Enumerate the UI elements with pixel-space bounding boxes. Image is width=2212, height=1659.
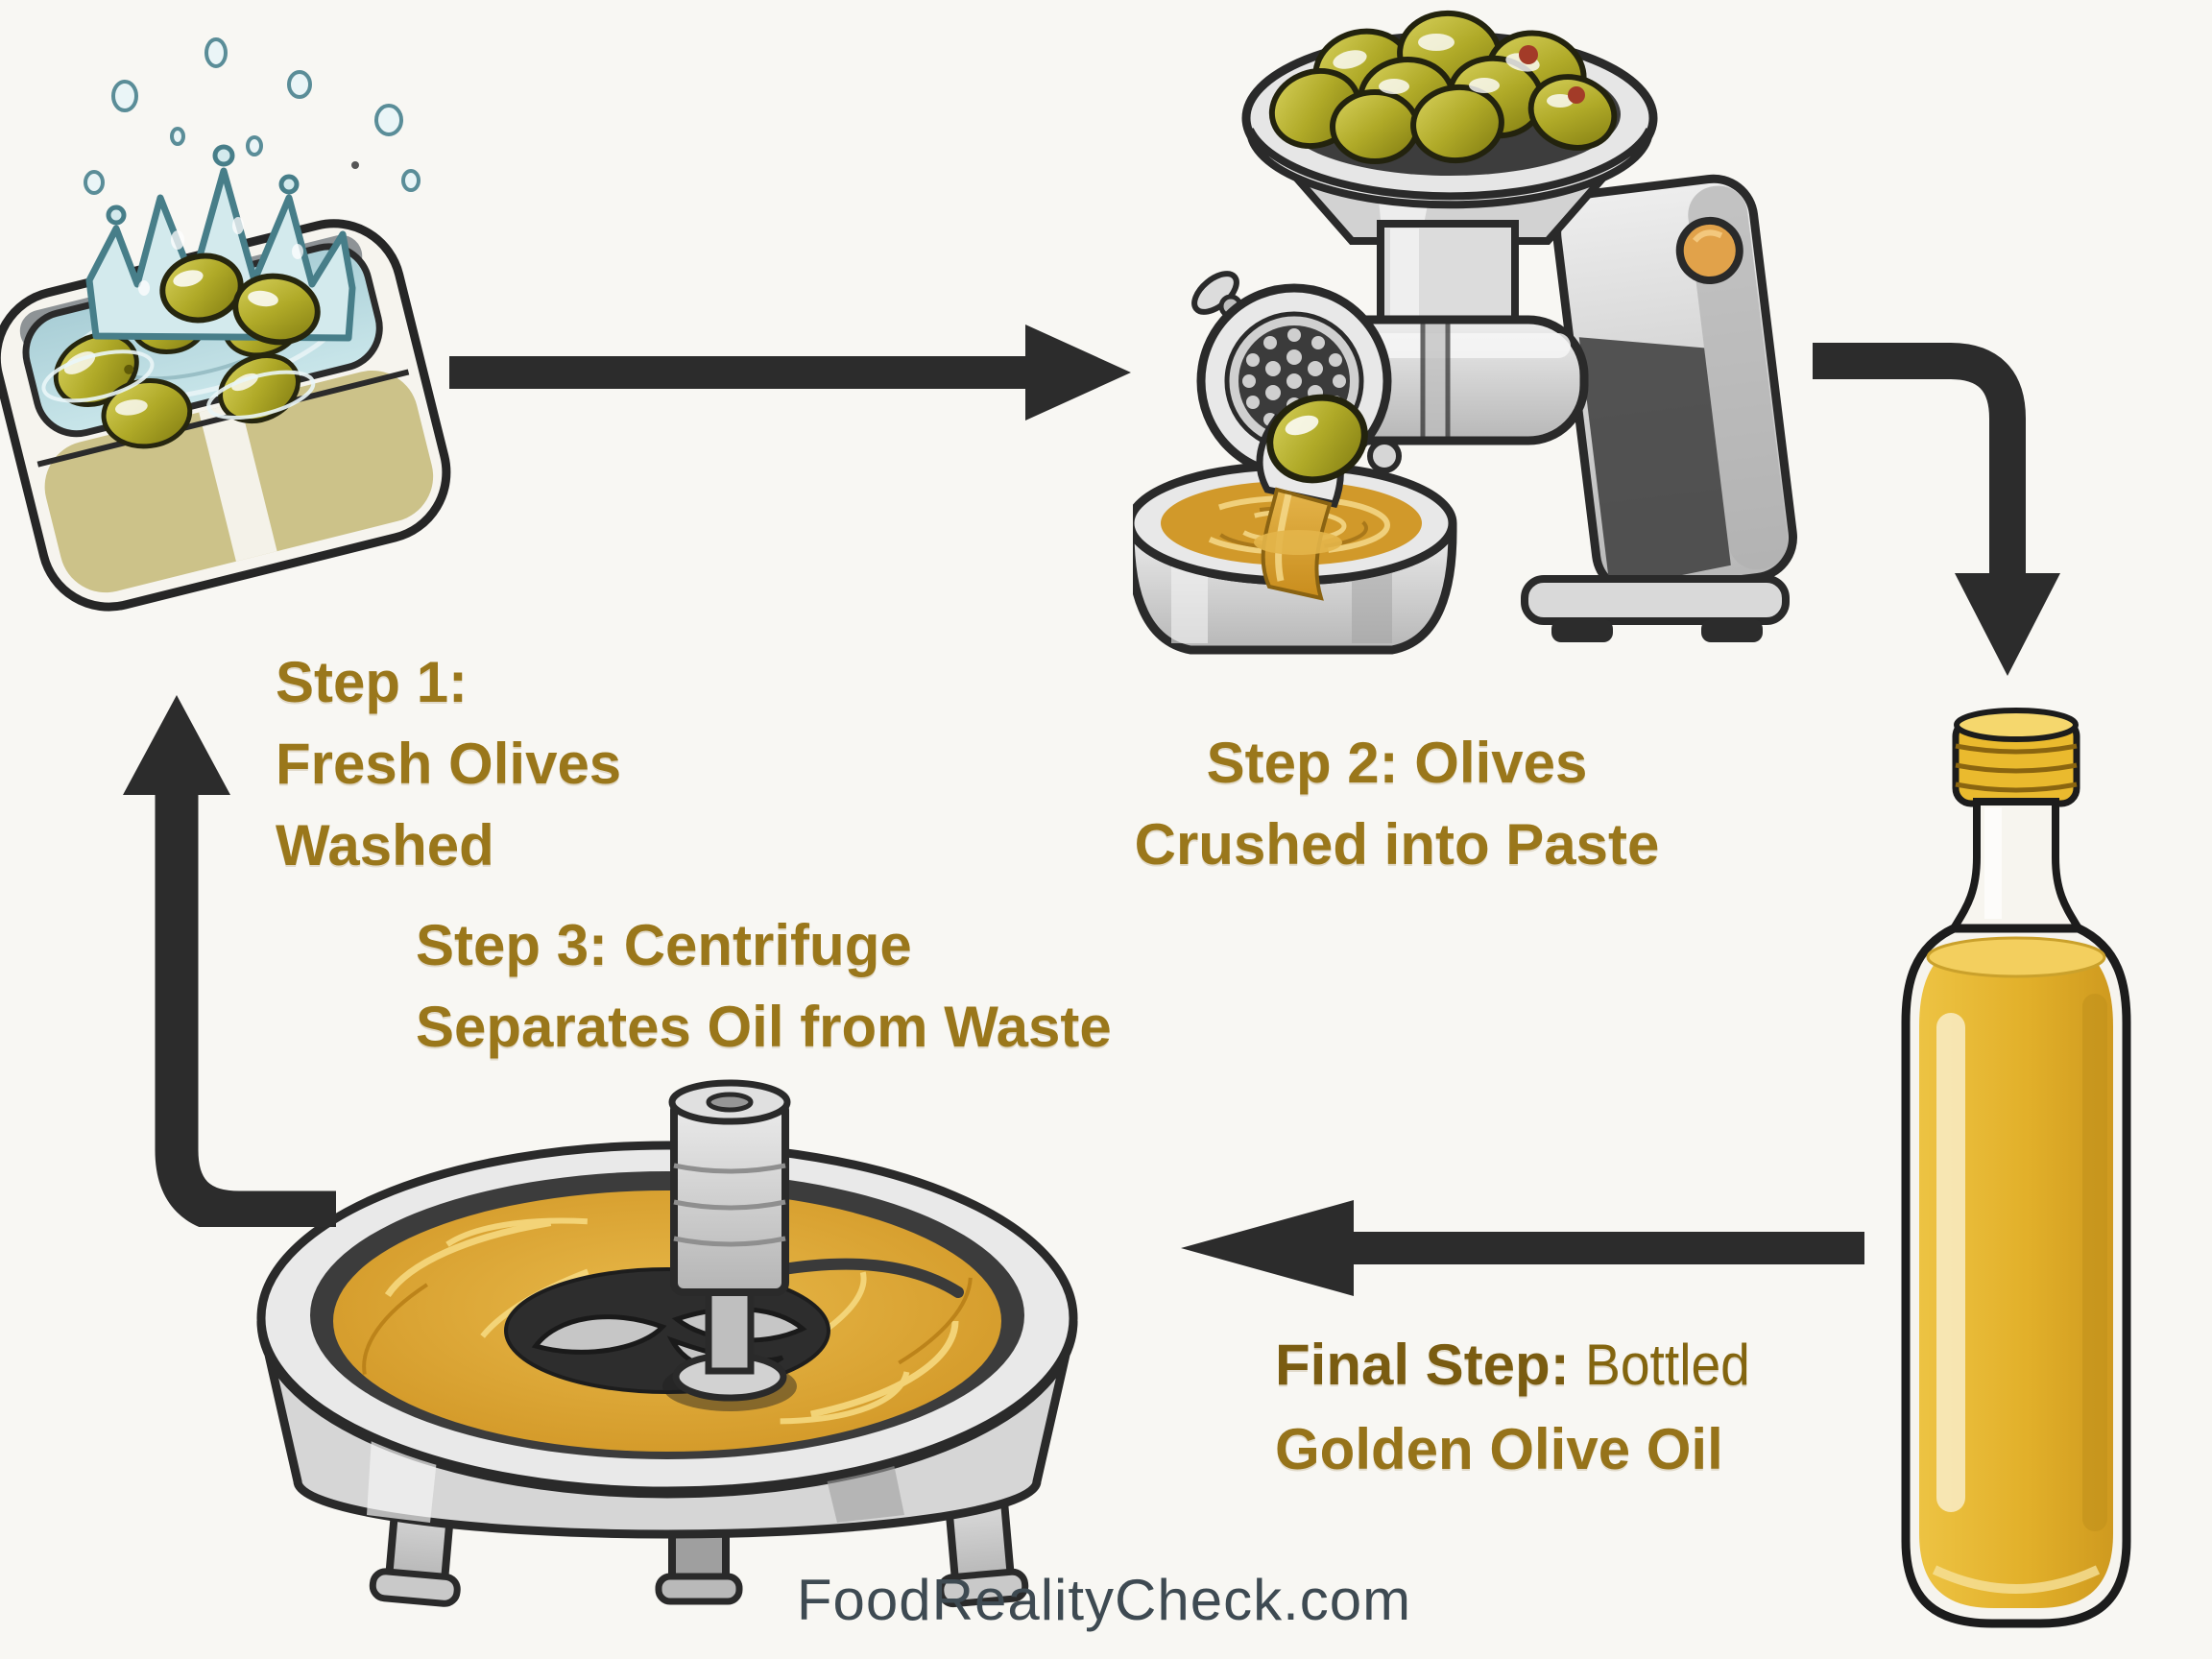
olive-oil-bottle-illustration — [1901, 708, 2131, 1628]
final-step-line2: Golden Olive Oil — [1275, 1417, 1723, 1481]
water-droplets — [84, 37, 421, 195]
grinder-knob — [1675, 216, 1743, 284]
final-step-label: Final Step:Bottled Golden Olive Oil — [1275, 1323, 1764, 1492]
step1-label: Step 1: Fresh Olives Washed — [276, 641, 621, 886]
final-step-line1-rest: Bottled — [1584, 1333, 1750, 1397]
step3-line1: Step 3: Centrifuge — [416, 913, 912, 977]
arrow-left-bottle-to-step3-icon — [1181, 1200, 1864, 1296]
step2-line1: Step 2: Olives — [1206, 731, 1588, 795]
step1-line3: Washed — [276, 813, 494, 878]
bottle-oil — [1919, 942, 2113, 1608]
final-step-line1-bold: Final Step: — [1275, 1333, 1570, 1397]
arrow-right-step1-to-step2-icon — [449, 325, 1131, 421]
washed-olives-basin-illustration — [0, 37, 451, 612]
step1-line2: Fresh Olives — [276, 732, 622, 796]
grinder-base — [1521, 575, 1790, 625]
hopper-olives — [1268, 10, 1618, 164]
step3-label: Step 3: Centrifuge Separates Oil from Wa… — [416, 904, 1112, 1068]
centrifuge-spindle — [662, 1079, 797, 1411]
olive-grinder-illustration — [1133, 10, 1797, 655]
step3-line2: Separates Oil from Waste — [416, 995, 1112, 1059]
bottle-cap — [1952, 708, 2080, 807]
centrifuge-illustration — [256, 1079, 1078, 1608]
scraper-arm — [772, 1258, 964, 1298]
arrow-down-step2-to-bottle-icon — [1813, 343, 2060, 676]
step2-label: Step 2: Olives Crushed into Paste — [1135, 722, 1660, 885]
arrow-up-step3-to-step1-icon — [123, 695, 336, 1227]
water-splash — [85, 144, 356, 346]
site-watermark: FoodRealityCheck.com — [796, 1568, 1412, 1632]
crushing-olive — [1266, 394, 1368, 484]
grinder-body — [1552, 174, 1797, 597]
step1-line1: Step 1: — [276, 650, 469, 714]
bottle-neck — [1946, 798, 2086, 932]
step2-line2: Crushed into Paste — [1134, 812, 1660, 877]
